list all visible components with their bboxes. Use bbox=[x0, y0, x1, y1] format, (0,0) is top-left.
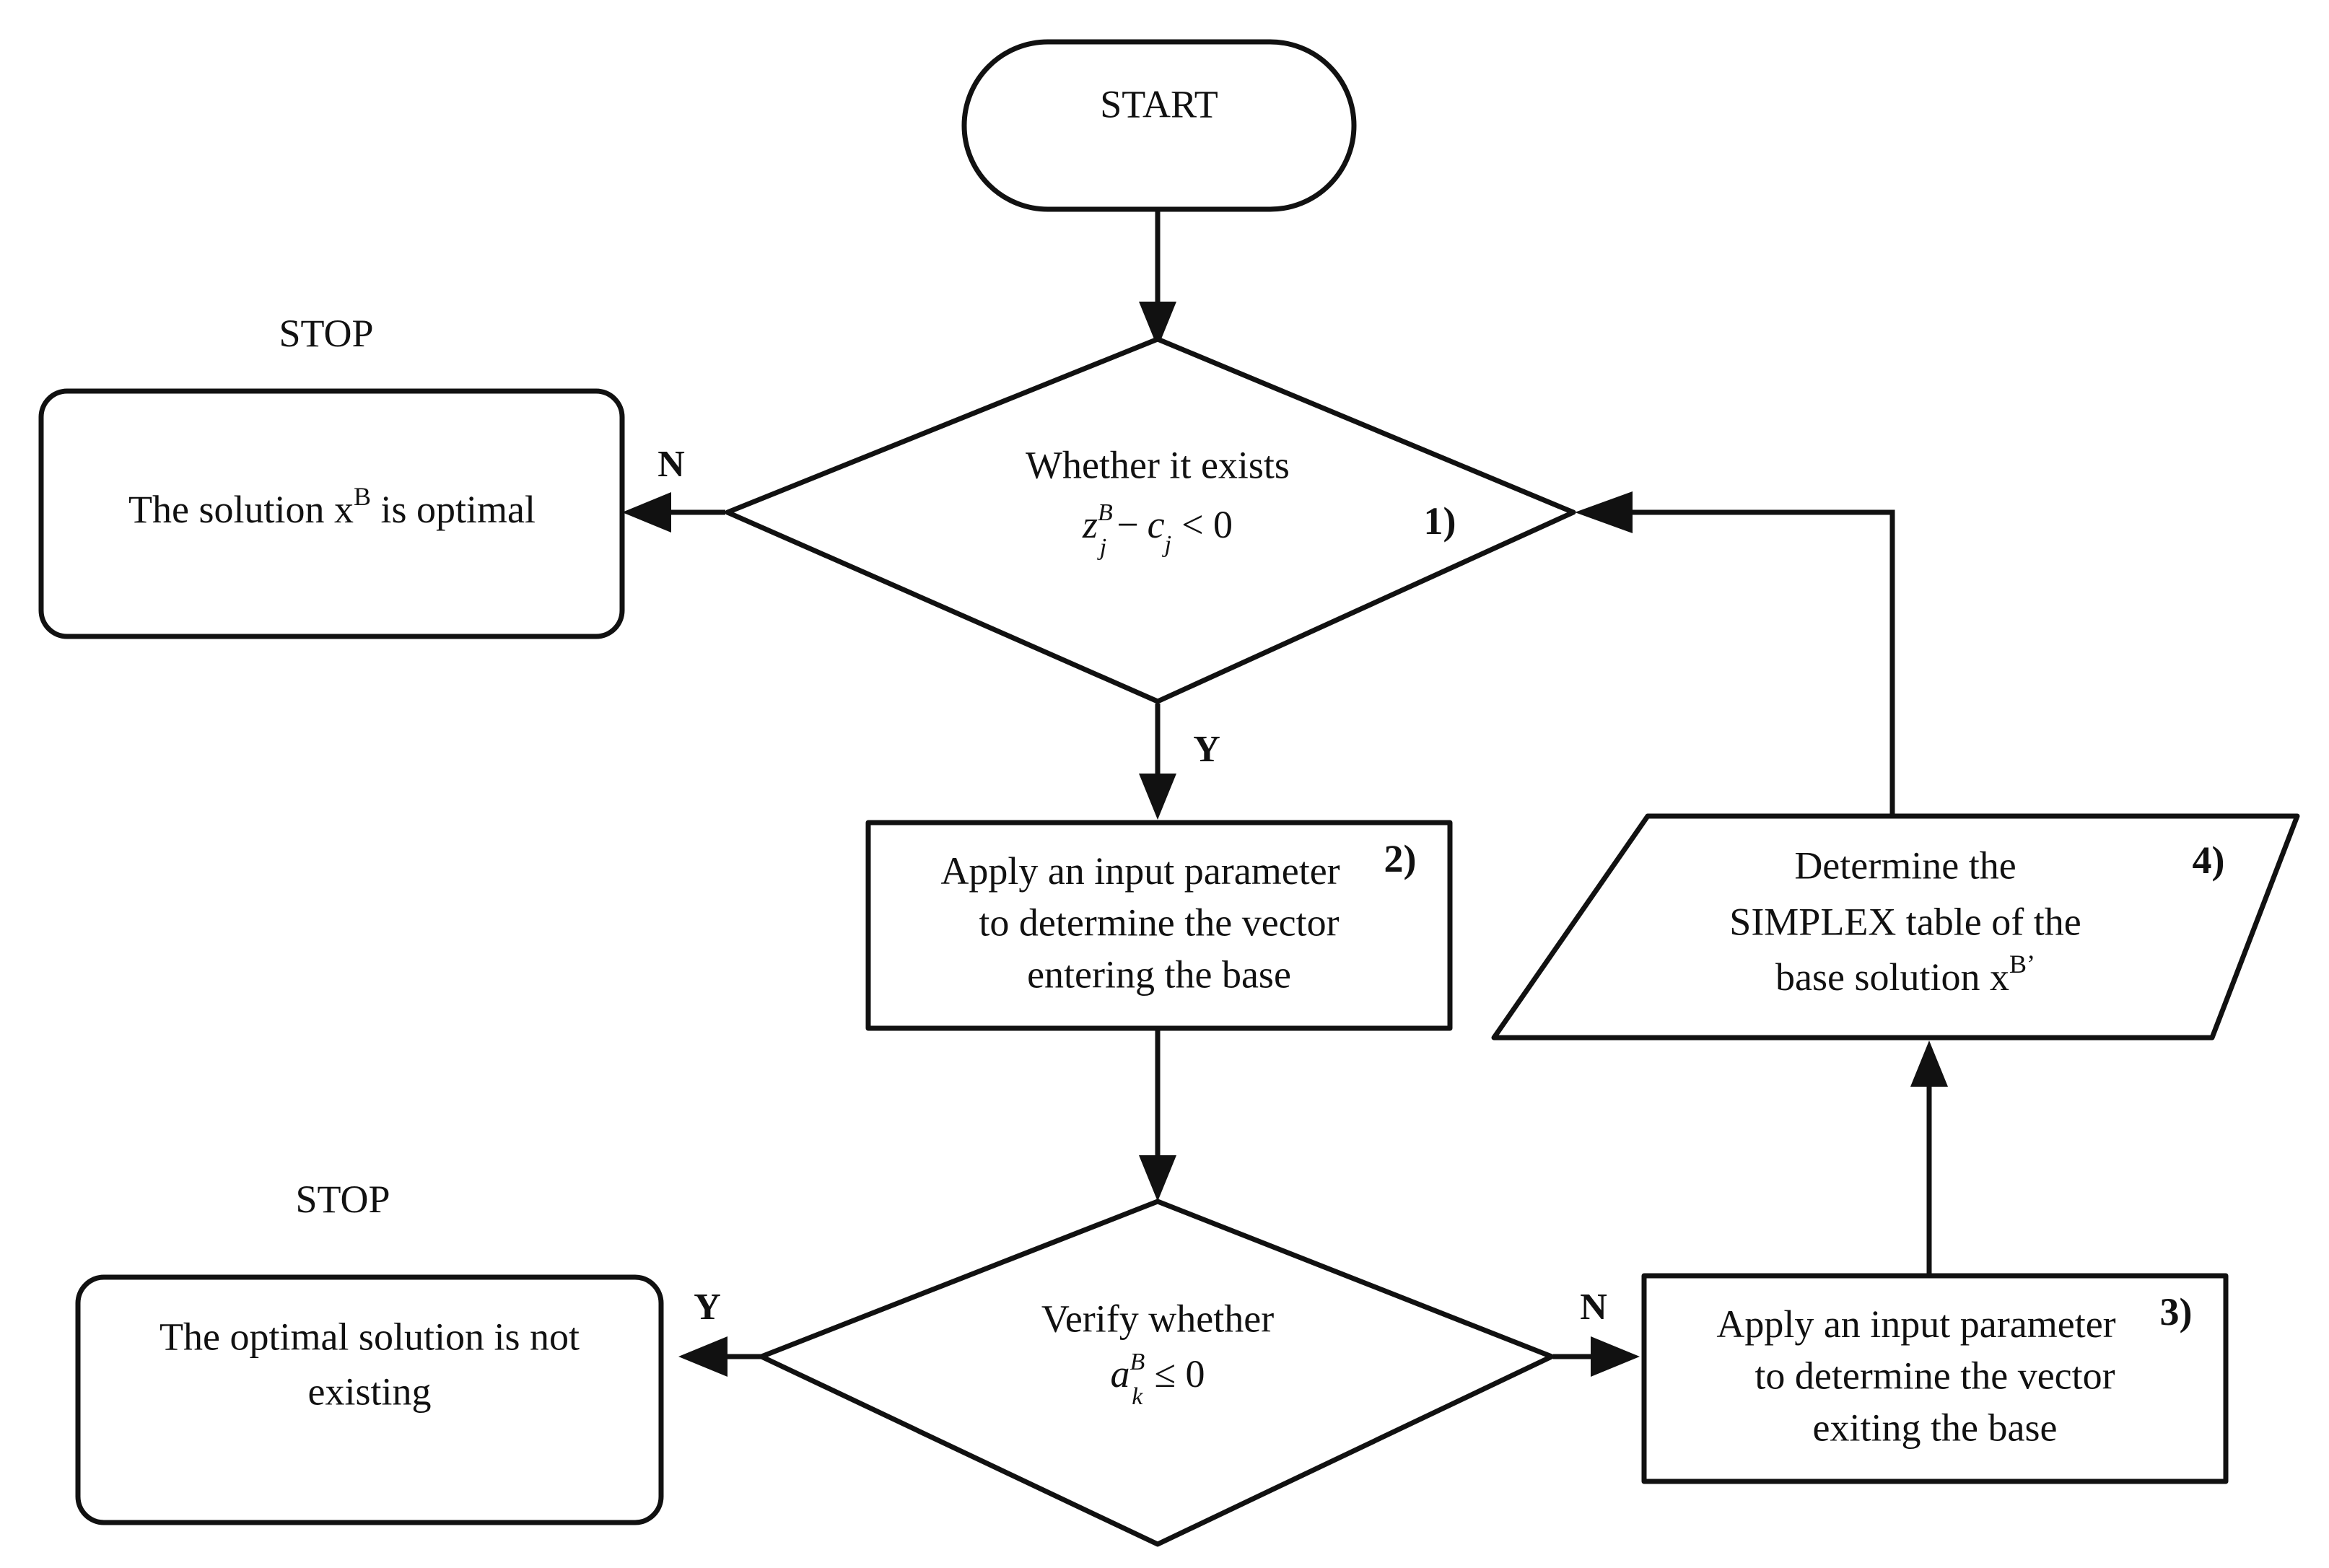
edge-process2-to-decision2 bbox=[1139, 1028, 1176, 1201]
start-label: START bbox=[1100, 82, 1218, 126]
decision-optimality-line1: Whether it exists bbox=[1026, 443, 1290, 486]
arrow-head-left bbox=[1575, 491, 1633, 533]
data-simplex-table-line3-sup: B’ bbox=[2009, 950, 2035, 978]
process-entering-shape[interactable] bbox=[865, 820, 1453, 1031]
node-process-exiting[interactable]: Apply an input parameter 3) to determine… bbox=[1641, 1273, 2229, 1484]
stop-optimal-shape[interactable] bbox=[38, 388, 625, 639]
formula-comparison: < 0 bbox=[1181, 503, 1233, 546]
stop-optimal-text-sup: B bbox=[354, 482, 371, 511]
edge-label-decision2-yes: Y bbox=[694, 1287, 721, 1328]
formula-var2: c bbox=[1148, 503, 1165, 546]
decision-optimality-step-number: 1) bbox=[1424, 499, 1456, 543]
formula-operator: − bbox=[1117, 503, 1138, 546]
edge-start-to-decision1 bbox=[1139, 209, 1176, 348]
formula2-comparison: ≤ 0 bbox=[1154, 1352, 1205, 1396]
edge-decision1-yes bbox=[1139, 704, 1176, 820]
stop-no-solution-shape[interactable] bbox=[75, 1274, 664, 1525]
node-stop-no-solution[interactable]: The optimal solution is not existing bbox=[75, 1274, 664, 1525]
stop-label-bottom: STOP bbox=[295, 1178, 390, 1221]
formula-var1: z bbox=[1082, 503, 1098, 546]
stop-label-top: STOP bbox=[279, 312, 373, 355]
stop-no-solution-line2: existing bbox=[308, 1370, 432, 1413]
stop-optimal-text-suffix: is optimal bbox=[371, 488, 536, 531]
process-entering-line1-text: Apply an input parameter bbox=[940, 849, 1340, 893]
edge-decision2-no bbox=[1553, 1336, 1640, 1377]
edge-process3-to-data4 bbox=[1910, 1041, 1948, 1276]
edge-label-decision1-no: N bbox=[657, 444, 685, 485]
stop-optimal-text-prefix: The solution x bbox=[128, 488, 354, 531]
edge-decision2-yes bbox=[678, 1336, 764, 1377]
process-entering-line1: Apply an input parameter bbox=[940, 849, 1340, 893]
process-entering-line3: entering the base bbox=[1027, 952, 1291, 996]
node-process-entering[interactable]: Apply an input parameter 2) to determine… bbox=[865, 820, 1453, 1031]
arrow-head-down bbox=[1139, 774, 1176, 820]
data-simplex-table-line1: Determine the bbox=[1794, 844, 2016, 887]
start-shape[interactable] bbox=[961, 39, 1357, 212]
process-exiting-shape[interactable] bbox=[1641, 1273, 2229, 1484]
formula2-var1: a bbox=[1110, 1352, 1129, 1396]
arrow-head-left bbox=[622, 492, 671, 533]
data-simplex-table-line3-prefix: base solution x bbox=[1775, 955, 2009, 999]
stop-optimal-text: The solution xB is optimal bbox=[128, 482, 536, 531]
edge-label-decision1-yes: Y bbox=[1193, 729, 1220, 770]
data-simplex-table-step-number: 4) bbox=[2193, 838, 2225, 882]
edge-decision1-no bbox=[622, 492, 725, 533]
edge-data4-to-decision1 bbox=[1575, 491, 1895, 815]
process-exiting-line1-text: Apply an input parameter bbox=[1716, 1302, 2115, 1346]
formula-var1-sup: B bbox=[1098, 499, 1113, 526]
node-data-simplex-table[interactable]: Determine the SIMPLEX table of the base … bbox=[1491, 813, 2300, 1041]
edge-label-decision2-no: N bbox=[1580, 1287, 1607, 1328]
formula-var1-sub: j bbox=[1097, 534, 1106, 561]
process-exiting-line3: exiting the base bbox=[1813, 1406, 2058, 1449]
arrow-head-right bbox=[1591, 1336, 1640, 1377]
decision-optimality-shape[interactable] bbox=[725, 336, 1576, 704]
process-entering-line2: to determine the vector bbox=[979, 901, 1339, 944]
stop-no-solution-line1: The optimal solution is not bbox=[160, 1315, 580, 1358]
formula-var2-sub: j bbox=[1162, 531, 1171, 558]
data-simplex-table-line3: base solution xB’ bbox=[1775, 950, 2035, 999]
arrow-head-down bbox=[1139, 1155, 1176, 1201]
formula2-var1-sup: B bbox=[1129, 1349, 1145, 1375]
arrow-head-up bbox=[1910, 1041, 1948, 1087]
process-entering-step-number: 2) bbox=[1384, 837, 1417, 880]
arrow-head-left bbox=[678, 1336, 727, 1377]
process-exiting-line2: to determine the vector bbox=[1755, 1354, 2115, 1397]
process-exiting-step-number: 3) bbox=[2160, 1290, 2193, 1333]
decision-unbounded-shape[interactable] bbox=[759, 1199, 1555, 1547]
data-simplex-table-shape[interactable] bbox=[1491, 813, 2300, 1041]
node-stop-optimal[interactable]: The solution xB is optimal bbox=[38, 388, 625, 639]
decision-unbounded-line1: Verify whether bbox=[1041, 1297, 1274, 1340]
process-exiting-line1: Apply an input parameter bbox=[1716, 1302, 2115, 1346]
node-start[interactable]: START bbox=[961, 39, 1357, 212]
arrow-head-down bbox=[1139, 302, 1176, 348]
formula2-var1-sub: k bbox=[1132, 1383, 1143, 1410]
data-simplex-table-line2: SIMPLEX table of the bbox=[1729, 900, 2081, 943]
